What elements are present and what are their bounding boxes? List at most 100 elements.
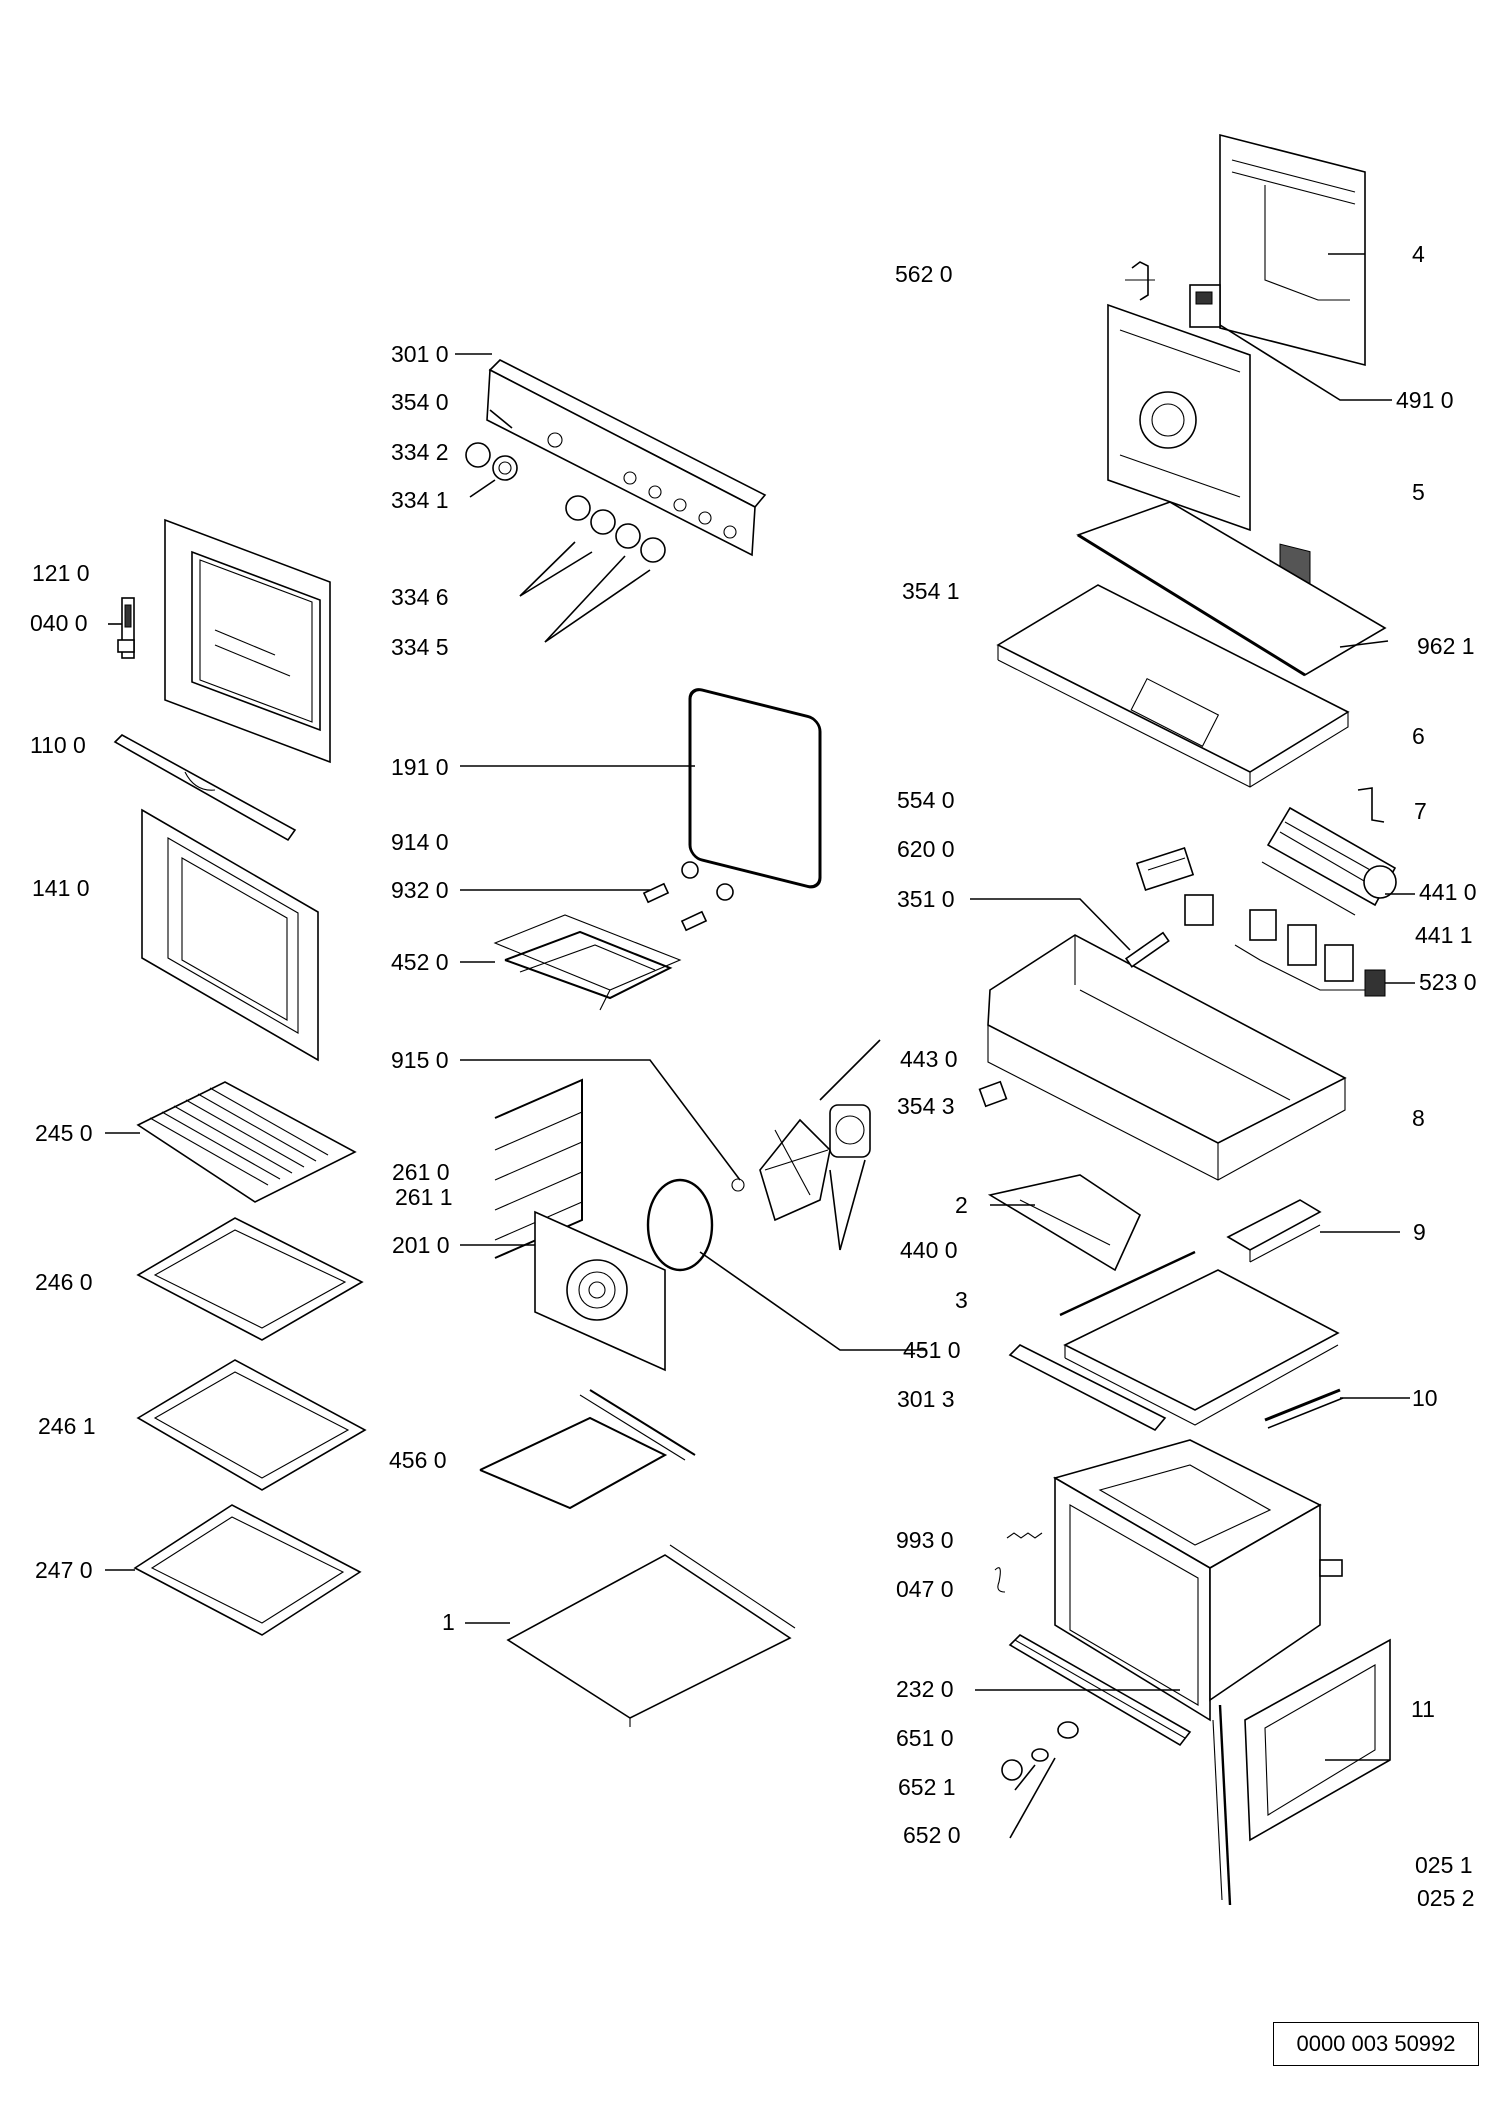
label-11: 11 <box>1411 1696 1435 1722</box>
label-4: 4 <box>1412 241 1425 267</box>
label-4410: 441 0 <box>1419 879 1477 905</box>
label-3541: 354 1 <box>902 578 960 604</box>
part-control-panel-3010 <box>486 359 767 557</box>
label-0251: 025 1 <box>1415 1852 1473 1878</box>
part-bottom-plate-3 <box>1059 1250 1340 1426</box>
label-2461: 246 1 <box>38 1413 96 1439</box>
label-10: 10 <box>1412 1385 1438 1411</box>
part-bottom-element-4560 <box>479 1389 696 1510</box>
label-9320: 932 0 <box>391 877 449 903</box>
part-insulation-9621 <box>1076 501 1387 677</box>
label-4910: 491 0 <box>1396 387 1454 413</box>
part-rod-10 <box>1264 1388 1344 1429</box>
label-3342: 334 2 <box>391 439 449 465</box>
label-4430: 443 0 <box>900 1046 958 1072</box>
part-lamp-holder-3543 <box>978 1080 1008 1108</box>
label-3345: 334 5 <box>391 634 449 660</box>
label-1210: 121 0 <box>32 560 90 586</box>
label-4560: 456 0 <box>389 1447 447 1473</box>
part-knobs-651-652 <box>1001 1721 1079 1781</box>
part-back-plate <box>1107 303 1251 532</box>
part-tray-2470 <box>133 1504 362 1636</box>
label-6521: 652 1 <box>898 1774 956 1800</box>
part-hinge-1210 <box>117 597 135 659</box>
label-0252: 025 2 <box>1417 1885 1475 1911</box>
label-2611: 261 1 <box>395 1184 453 1210</box>
label-8: 8 <box>1412 1105 1425 1131</box>
part-oven-cavity <box>1052 1439 1343 1722</box>
label-3543: 354 3 <box>897 1093 955 1119</box>
label-6200: 620 0 <box>897 836 955 862</box>
part-fan-motor-4410 <box>1261 806 1397 916</box>
label-3: 3 <box>955 1287 968 1313</box>
part-base-plate-1 <box>506 1544 796 1727</box>
part-tray-2461 <box>136 1359 367 1491</box>
label-5: 5 <box>1412 479 1425 505</box>
label-3346: 334 6 <box>391 584 449 610</box>
part-oven-door <box>164 518 331 764</box>
label-5540: 554 0 <box>897 787 955 813</box>
label-2320: 232 0 <box>896 1676 954 1702</box>
leader-lines <box>105 253 1415 1839</box>
part-screws-914-932 <box>642 861 734 932</box>
part-grill-element-4520 <box>493 914 682 1011</box>
part-control-chassis <box>987 931 1347 1181</box>
label-1910: 191 0 <box>391 754 449 780</box>
label-4520: 452 0 <box>391 949 449 975</box>
part-hook-0470 <box>994 1567 1006 1593</box>
label-4400: 440 0 <box>900 1237 958 1263</box>
part-gasket-1910 <box>688 688 822 889</box>
part-convection-fan <box>731 1104 871 1222</box>
label-1: 1 <box>442 1609 455 1635</box>
label-0470: 047 0 <box>896 1576 954 1602</box>
part-relays-5230 <box>1234 909 1386 997</box>
part-labels: 562 0 4 301 0 354 0 491 0 334 2 5 334 1 … <box>30 241 1477 1911</box>
label-1410: 141 0 <box>32 875 90 901</box>
label-9621: 962 1 <box>1417 633 1475 659</box>
part-side-frame-11 <box>1212 1638 1391 1906</box>
part-fan-ring-4510 <box>646 1178 714 1272</box>
label-2: 2 <box>955 1192 968 1218</box>
label-2460: 246 0 <box>35 1269 93 1295</box>
label-1100: 110 0 <box>30 732 86 758</box>
label-0400: 040 0 <box>30 610 88 636</box>
label-9: 9 <box>1413 1219 1426 1245</box>
reference-code-box: 0000 003 50992 <box>1273 2022 1479 2066</box>
part-fan-cover-2010 <box>534 1210 666 1372</box>
label-9930: 993 0 <box>896 1527 954 1553</box>
label-9140: 914 0 <box>391 829 449 855</box>
label-2450: 245 0 <box>35 1120 93 1146</box>
label-3510: 351 0 <box>897 886 955 912</box>
label-3341: 334 1 <box>391 487 449 513</box>
label-3013: 301 3 <box>897 1386 955 1412</box>
part-top-plate <box>996 584 1350 788</box>
part-clip-5620 <box>1125 261 1155 301</box>
label-6510: 651 0 <box>896 1725 954 1751</box>
reference-code: 0000 003 50992 <box>1296 2031 1456 2056</box>
label-2610: 261 0 <box>392 1159 450 1185</box>
part-thermostat-6200 <box>1184 894 1214 926</box>
label-4411: 441 1 <box>1415 922 1473 948</box>
label-9150: 915 0 <box>391 1047 449 1073</box>
label-3010: 301 0 <box>391 341 449 367</box>
part-front-trim-3013 <box>1008 1344 1167 1432</box>
part-wire-shelf-2450 <box>136 1081 357 1203</box>
label-2470: 247 0 <box>35 1557 93 1583</box>
label-5230: 523 0 <box>1419 969 1477 995</box>
label-3540: 354 0 <box>391 389 449 415</box>
part-switch-4910 <box>1189 284 1221 328</box>
label-5620: 562 0 <box>895 261 953 287</box>
part-profile-9 <box>1226 1199 1322 1263</box>
label-6: 6 <box>1412 723 1425 749</box>
part-bracket-7 <box>1357 787 1385 823</box>
part-inner-glass-1410 <box>141 808 319 1062</box>
part-side-plate-2 <box>987 1174 1142 1272</box>
part-knobs-334 <box>465 442 666 563</box>
part-tray-2460 <box>136 1217 364 1341</box>
part-spring-9930 <box>1006 1532 1043 1539</box>
part-terminal-block-5540 <box>1135 846 1195 892</box>
label-6520: 652 0 <box>903 1822 961 1848</box>
part-door-handle-1100 <box>113 734 297 842</box>
label-4510: 451 0 <box>903 1337 961 1363</box>
